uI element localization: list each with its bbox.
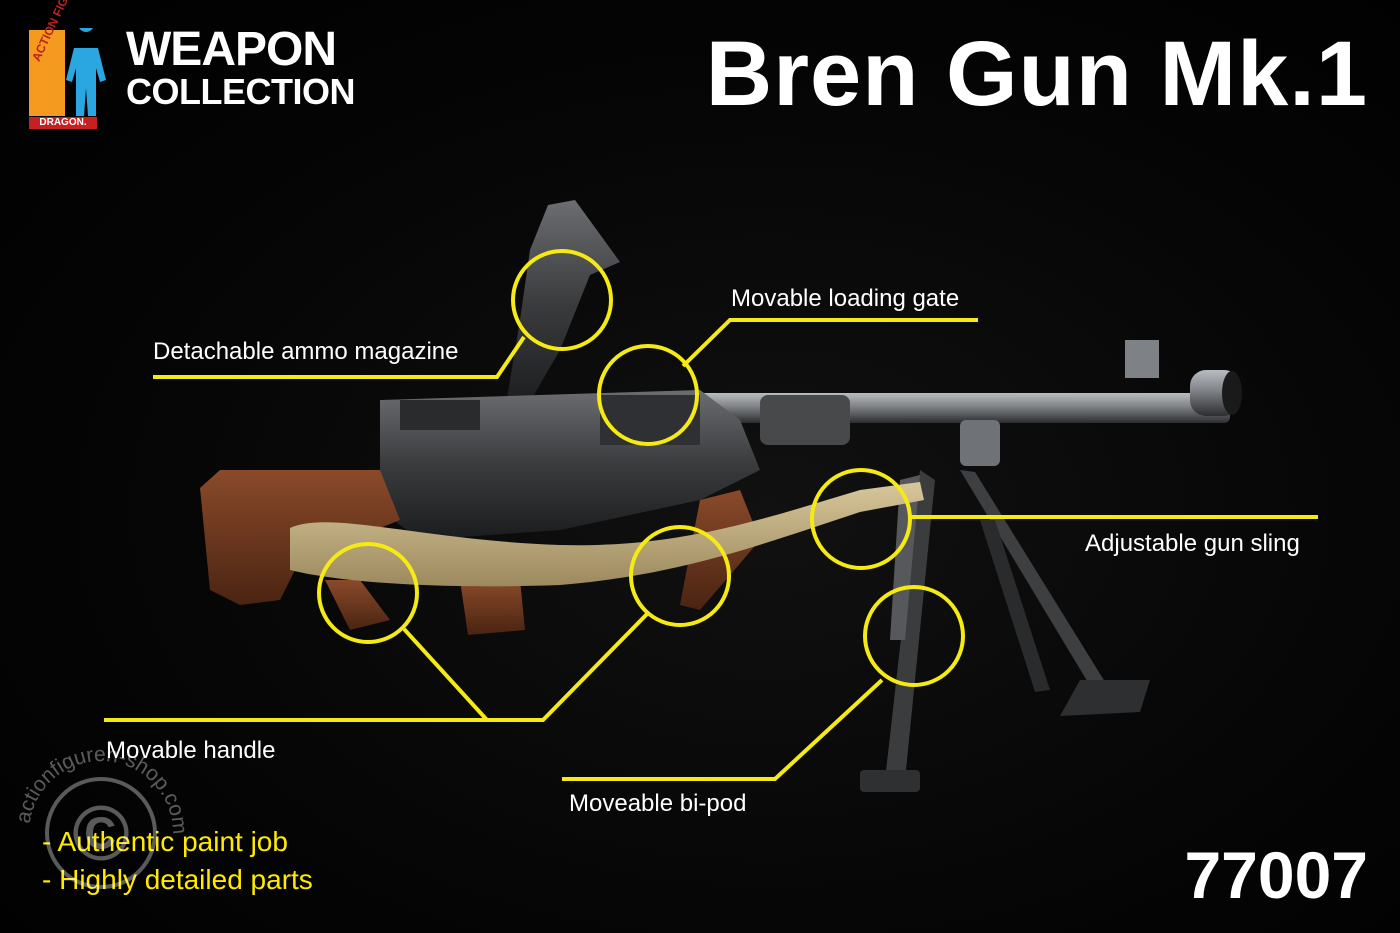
product-number: 77007: [1184, 838, 1368, 912]
action-figure-badge: [29, 30, 65, 116]
logo-line-collection: COLLECTION: [126, 71, 355, 112]
soldier-silhouette-icon: [66, 28, 106, 116]
copyright-icon: ©: [72, 789, 129, 877]
callout-graphics: [104, 249, 1318, 781]
page-title: Bren Gun Mk.1: [705, 23, 1368, 125]
label-gun-sling: Adjustable gun sling: [1085, 530, 1300, 557]
label-bipod: Moveable bi-pod: [569, 790, 747, 817]
watermark-stamp: © actionfiguren-shop.com: [12, 743, 191, 889]
bipod: [860, 470, 1150, 792]
sling: [290, 482, 924, 587]
magazine: [505, 200, 620, 410]
receiver: [380, 390, 760, 540]
feature-detail: - Highly detailed parts: [42, 864, 313, 895]
feature-paint: - Authentic paint job: [42, 826, 288, 857]
dragon-brand-logo: DRAGON.: [29, 117, 97, 129]
barrel: [690, 340, 1242, 466]
label-loading-gate: Movable loading gate: [731, 285, 960, 312]
logo-line-weapon: WEAPON: [126, 23, 337, 76]
label-handle: Movable handle: [106, 737, 276, 764]
label-magazine: Detachable ammo magazine: [153, 338, 459, 365]
stock: [200, 470, 760, 635]
